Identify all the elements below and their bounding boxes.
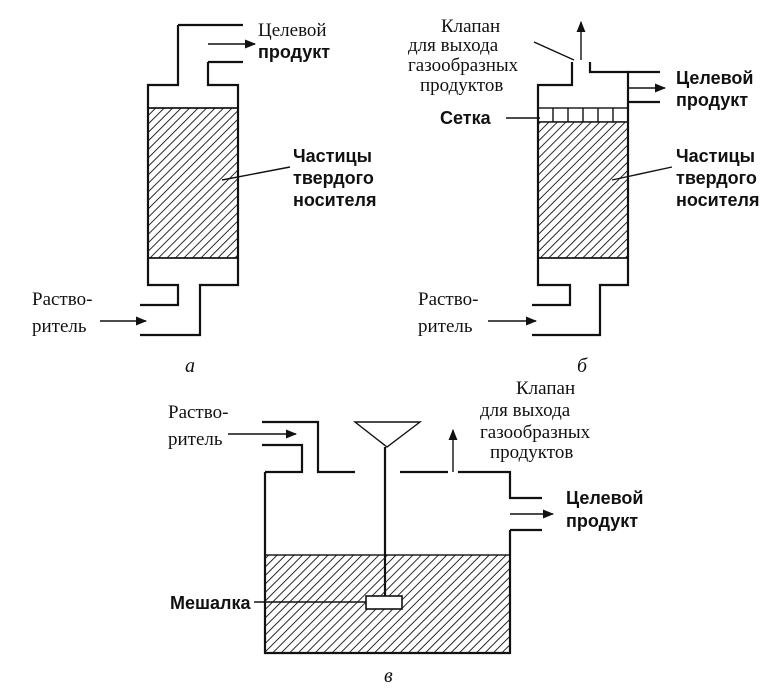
diagram-c-tank-top-left <box>262 443 304 474</box>
diagram-c-stirred-tank <box>228 420 555 655</box>
diagram-b-outlet-label-2: продукт <box>676 90 748 110</box>
diagram-a-particles-pointer <box>221 166 291 181</box>
diagram-a-packed-bed <box>147 107 239 259</box>
diagram-c-inlet-tube-upper <box>262 420 355 474</box>
diagram-c-tank-wall <box>263 472 512 655</box>
diagram-c-outlet-label-1: Целевой <box>566 488 643 508</box>
diagram-b-inlet-label-2: ритель <box>418 316 473 337</box>
diagram-c-stirrer-label: Мешалка <box>170 593 251 613</box>
diagram-b-outlet-tube <box>628 70 660 104</box>
diagram-b-column-wall-right <box>532 62 630 337</box>
diagram-b-particles-label-1: Частицы <box>676 146 755 166</box>
diagram-b-inlet-label-1: Раство- <box>418 289 478 310</box>
diagram-b-packed-bed <box>537 121 629 259</box>
diagram-c-inlet-label-1: Раство- <box>168 402 228 423</box>
diagram-a-outlet-label-1: Целевой <box>258 20 327 41</box>
diagram-c-valve-label-3: газообразных <box>480 422 591 443</box>
diagram-b-particles-pointer <box>611 166 673 181</box>
diagram-a-particles-label-3: носителя <box>293 190 376 210</box>
diagram-c-valve-label-1: Клапан <box>516 378 575 399</box>
diagram-c-impeller <box>365 595 403 610</box>
diagram-b-valve-label-2: для выхода <box>408 35 499 56</box>
diagram-b-mesh-label: Сетка <box>440 108 492 128</box>
diagram-b-particles-label-3: носителя <box>676 190 759 210</box>
diagram-b-caption: б <box>577 355 588 377</box>
diagram-b-valve-pointer <box>533 41 575 61</box>
diagram-a-column-wall-left <box>140 25 180 307</box>
diagram-c-caption: в <box>384 665 393 687</box>
diagram-a-outlet-label-2: продукт <box>258 42 330 62</box>
diagram-c-outlet-label-2: продукт <box>566 511 638 531</box>
diagram-b-outlet-label-1: Целевой <box>676 68 753 88</box>
diagram-c-funnel <box>352 421 423 448</box>
diagram-b-valve-label-4: продуктов <box>420 75 503 96</box>
diagram-c-valve-label-2: для выхода <box>480 400 571 421</box>
diagram-a-outlet-tube <box>178 23 243 64</box>
diagram-b-valve-label-1: Клапан <box>441 16 500 37</box>
diagram-c-tank-top-right <box>458 470 542 532</box>
diagram-a-inlet-label-2: ритель <box>32 316 87 337</box>
diagram-b-mesh-cells <box>552 108 614 122</box>
diagram-a-column-wall-right <box>140 62 240 337</box>
diagram-b-column-wall-left <box>532 62 574 307</box>
diagram-b-valve-label-3: газообразных <box>408 55 519 76</box>
diagram-c-inlet-label-2: ритель <box>168 429 223 450</box>
diagram-b-column-reactor <box>488 20 673 337</box>
diagram-a-caption: а <box>185 355 195 377</box>
diagram-c-valve-label-4: продуктов <box>490 442 573 463</box>
diagram-a-column-reactor <box>100 23 291 337</box>
diagram-a-particles-label-2: твердого <box>293 168 374 188</box>
diagram-a-inlet-label-1: Раство- <box>32 289 92 310</box>
diagram-b-particles-label-2: твердого <box>676 168 757 188</box>
diagram-a-particles-label-1: Частицы <box>293 146 372 166</box>
